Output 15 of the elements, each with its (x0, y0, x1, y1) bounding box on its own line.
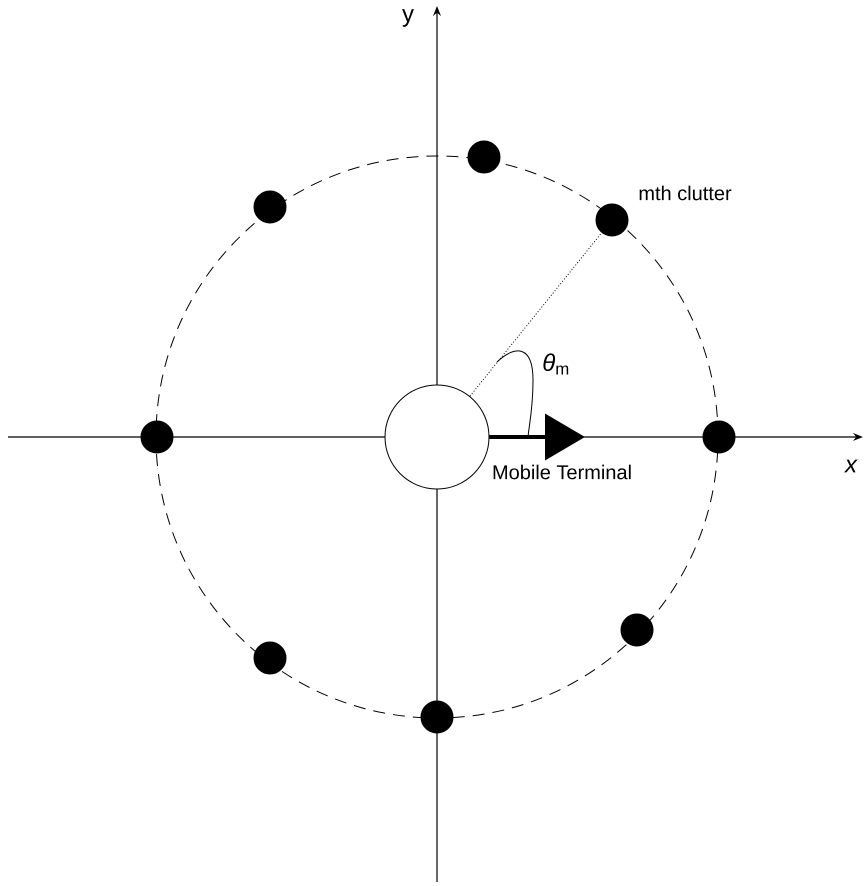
dot (140, 420, 174, 454)
dot (468, 140, 500, 174)
dot (702, 420, 736, 454)
node-caption: Mobile Terminal (494, 464, 631, 480)
dotted-line (469, 232, 602, 397)
angle-label: θ$_{m}$ (543, 353, 568, 375)
dot (254, 642, 286, 674)
node-caption: mth clutter (640, 186, 732, 200)
terminal-circle (384, 384, 490, 490)
dot (420, 700, 454, 734)
dot (254, 190, 286, 224)
dot (596, 204, 628, 236)
axis-label: x (844, 460, 858, 472)
dot (620, 614, 654, 646)
axis-label: y (402, 9, 414, 27)
